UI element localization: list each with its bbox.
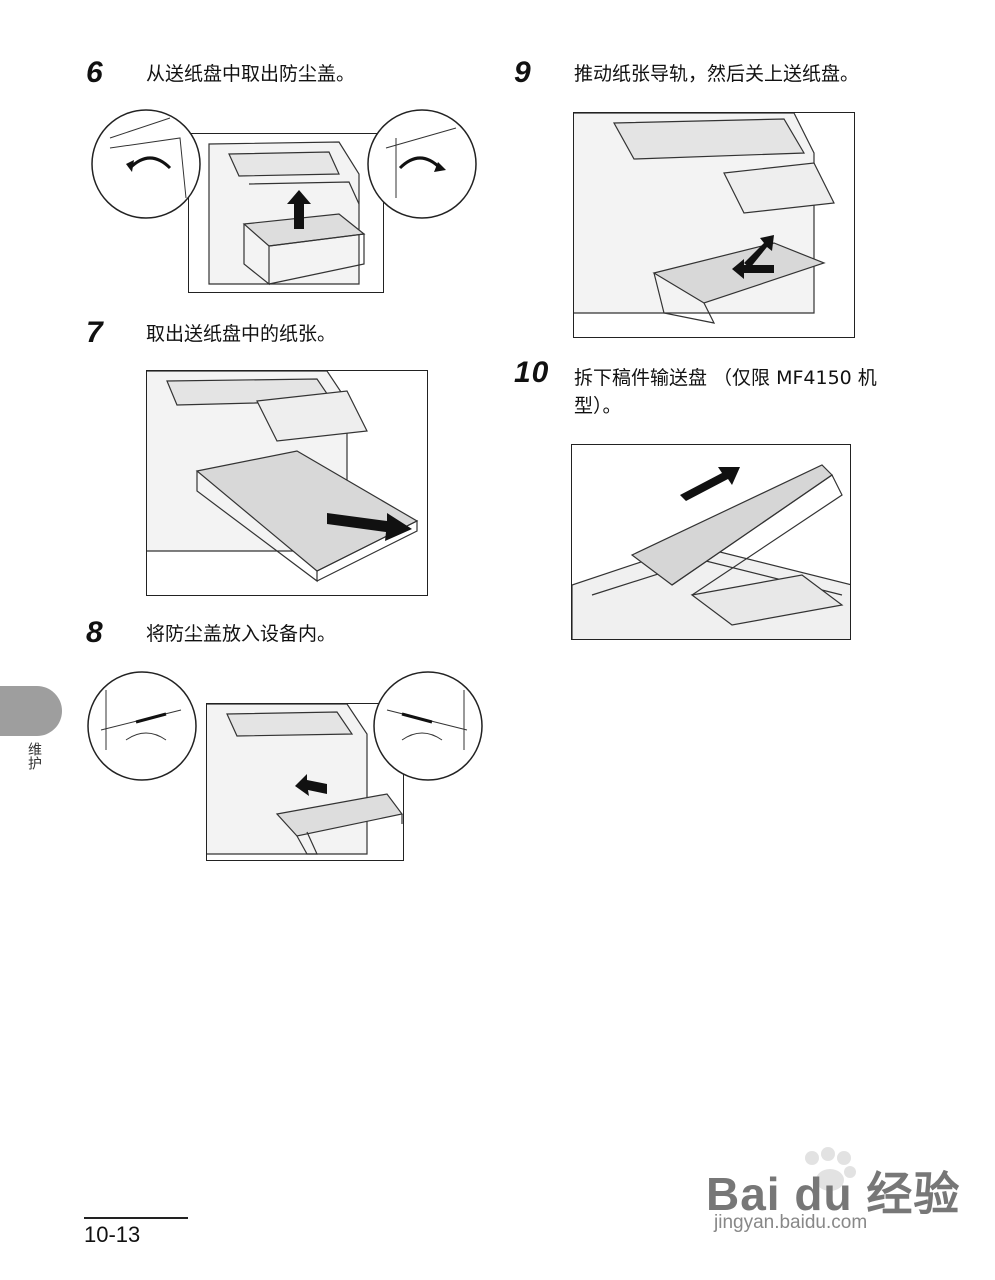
step-6-zoom-right-icon — [367, 109, 477, 219]
step-6-text: 从送纸盘中取出防尘盖。 — [146, 63, 356, 85]
step-7-text: 取出送纸盘中的纸张。 — [146, 323, 337, 345]
chapter-tab-label: 维护 — [26, 742, 42, 770]
step-10-number: 10 — [514, 356, 550, 389]
step-9-number: 9 — [514, 56, 532, 89]
step-7-illustration — [146, 370, 428, 596]
step-10-illustration — [571, 444, 851, 640]
step-7-number: 7 — [86, 316, 104, 349]
step-8-zoom-right-icon — [373, 671, 483, 781]
step-9-text: 推动纸张导轨，然后关上送纸盘。 — [574, 63, 860, 85]
baidu-paw-watermark-icon — [805, 1147, 856, 1191]
watermark-brand: Bai du 经验 — [706, 1168, 961, 1220]
step-10-text-line1: 拆下稿件输送盘 （仅限 MF4150 机 — [574, 367, 877, 389]
step-8-number: 8 — [86, 616, 104, 649]
watermark-url: jingyan.baidu.com — [714, 1212, 868, 1233]
step-10-text-line2: 型）。 — [574, 395, 622, 417]
step-8-text: 将防尘盖放入设备内。 — [146, 623, 337, 645]
step-9-illustration — [573, 112, 855, 338]
step-8-illustration — [206, 703, 404, 861]
step-8-zoom-left-icon — [87, 671, 197, 781]
chapter-tab — [0, 686, 62, 736]
step-6-number: 6 — [86, 56, 104, 89]
step-6-illustration — [188, 133, 384, 293]
step-6-zoom-left-icon — [91, 109, 201, 219]
page-number: 10-13 — [84, 1222, 141, 1247]
footer-rule — [84, 1217, 188, 1219]
